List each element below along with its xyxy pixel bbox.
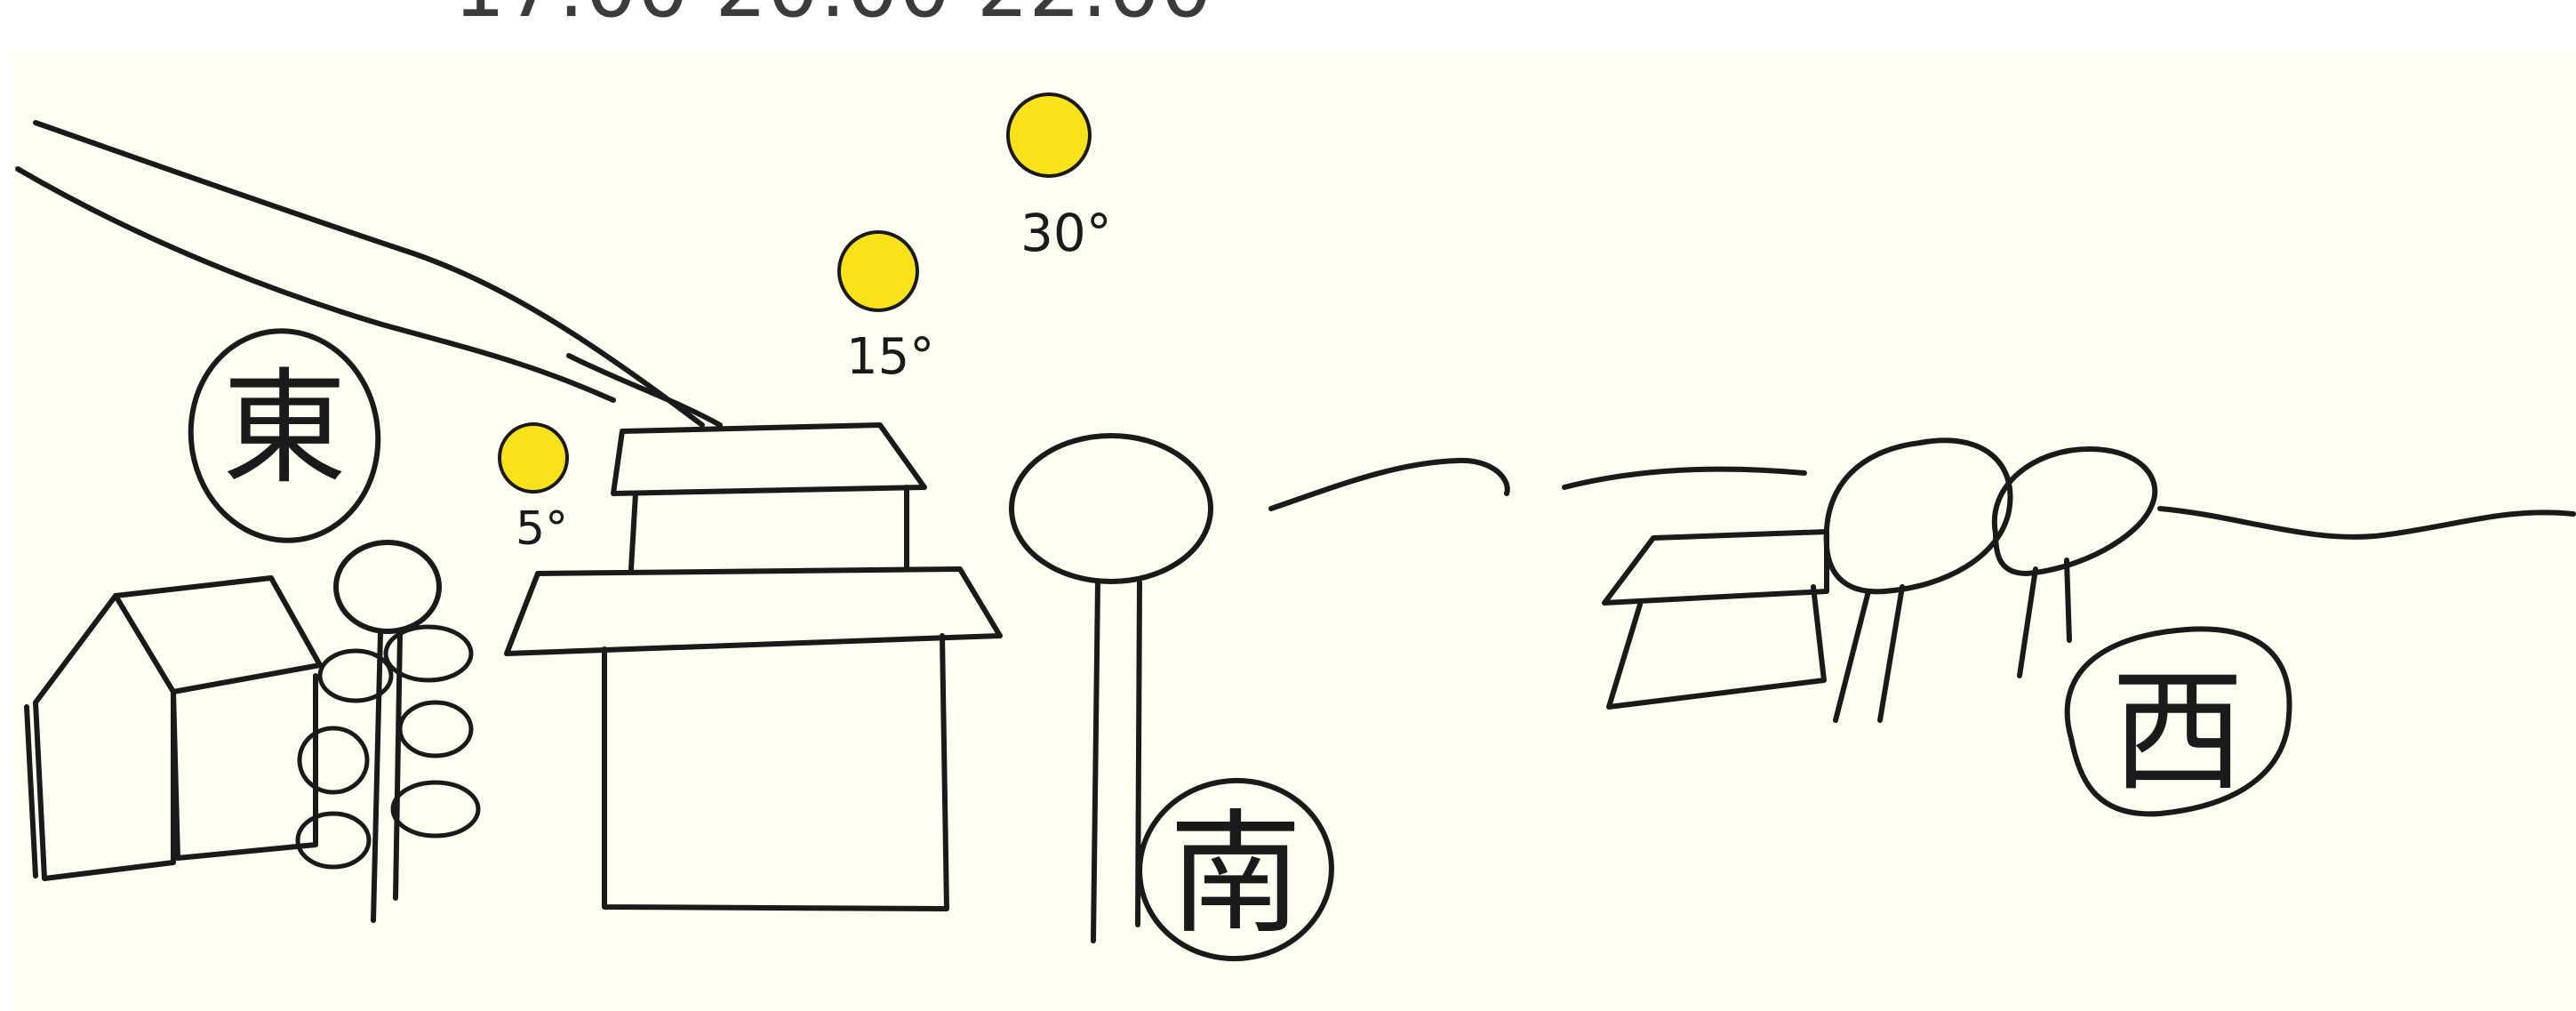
svg-text:15°: 15° <box>846 328 934 386</box>
svg-text:西: 西 <box>2111 655 2244 810</box>
svg-text:東: 東 <box>222 357 347 501</box>
svg-text:南: 南 <box>1169 798 1302 952</box>
time-header: 17:00 20:00 22:00 <box>453 0 1212 36</box>
svg-text:30°: 30° <box>1020 203 1112 263</box>
svg-text:5°: 5° <box>516 502 568 556</box>
